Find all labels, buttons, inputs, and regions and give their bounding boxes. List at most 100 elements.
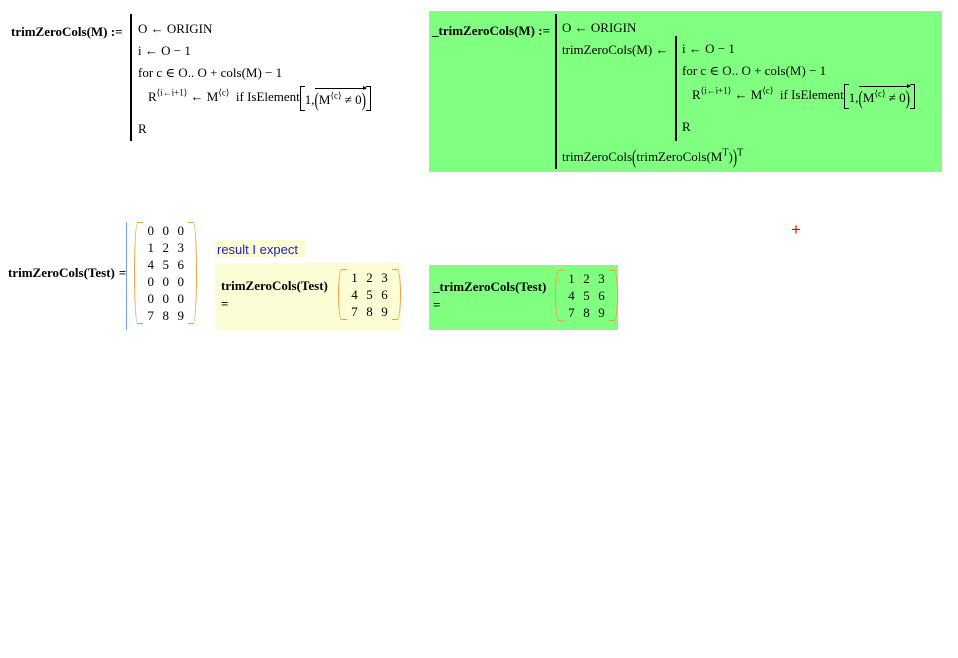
assign-operator-modified: :=	[538, 23, 551, 38]
matrix-cell: 1	[147, 240, 155, 255]
modified-line-1-text: O ← ORIGIN	[562, 20, 637, 35]
line4-lhs-superscript: ⟨i←i+1⟩	[156, 87, 188, 98]
line4-arg2-superscript: ⟨c⟩	[330, 90, 342, 101]
red-crosshair-marker: +	[791, 221, 801, 238]
program-line-2-text: i ← O − 1	[138, 43, 191, 58]
matrix-cell: 4	[568, 288, 575, 303]
evaluation-original-operator: =	[118, 265, 127, 280]
return-outer-exponent: T	[737, 147, 744, 159]
evaluation-expected-operator: =	[221, 295, 229, 311]
matrix-cell: 0	[162, 274, 170, 289]
line4-arg2: M	[318, 91, 331, 107]
matrix-cell: 3	[381, 270, 388, 285]
m-line3-func: IsElement	[791, 87, 844, 102]
matrix-bracket-left-expected	[338, 269, 347, 320]
inner-assign-lhs: trimZeroCols(M)	[562, 42, 653, 57]
m-line3-arg2: M	[862, 89, 875, 105]
matrix-cell: 7	[351, 304, 358, 319]
iselement-bracket-modified: 1,(M⟨c⟩ ≠ 0)	[843, 83, 916, 109]
line4-rhs: M	[206, 89, 219, 104]
definition-modified-region[interactable]: _trimZeroCols(M) := O ← ORIGIN trimZeroC…	[429, 11, 942, 172]
m-line3-if-keyword: if	[779, 87, 788, 102]
program-line-1: O ← ORIGIN	[138, 18, 212, 39]
modified-inner-line-2-text: for c ∈ O.. O + cols(M) − 1	[682, 63, 827, 78]
matrix-cell: 1	[351, 270, 358, 285]
matrix-cell: 9	[177, 308, 185, 323]
return-close-paren: )	[732, 145, 738, 168]
matrix-cell: 5	[366, 287, 373, 302]
evaluation-expected-label: trimZeroCols(Test)	[221, 277, 328, 293]
line4-rhs-superscript: ⟨c⟩	[218, 87, 230, 98]
modified-return-expression: trimZeroCols(trimZeroCols(MT))T	[562, 145, 744, 168]
matrix-cell: 2	[366, 270, 373, 285]
definition-original-name-and-assign: trimZeroCols(M) :=	[11, 21, 123, 42]
matrix-cell: 0	[147, 291, 155, 306]
edit-cursor-bar	[126, 222, 128, 330]
matrix-cell: 5	[162, 257, 170, 272]
vectorize-bar: (M⟨c⟩ ≠ 0)	[314, 85, 368, 111]
inner-assign-arrow: ←	[655, 42, 669, 57]
line4-arrow: ←	[190, 89, 204, 104]
matrix-cell: 6	[381, 287, 388, 302]
program-line-3-text: for c ∈ O.. O + cols(M) − 1	[138, 65, 283, 80]
modified-inner-line-4-return: R	[682, 116, 691, 137]
expected-note-text: result I expect	[217, 241, 298, 258]
matrix-cell: 0	[177, 291, 185, 306]
matrix-cell: 5	[583, 288, 590, 303]
definition-original-region[interactable]: trimZeroCols(M) := O ← ORIGIN i ← O − 1 …	[8, 14, 418, 144]
matrix-cell: 7	[147, 308, 155, 323]
matrix-cell: 9	[598, 305, 605, 320]
matrix-cell: 0	[177, 223, 185, 238]
modified-inner-line-1-text: i ← O − 1	[682, 41, 735, 56]
iselement-bracket: 1,(M⟨c⟩ ≠ 0)	[299, 85, 372, 111]
program-line-5-return: R	[138, 118, 147, 139]
matrix-cell: 4	[147, 257, 155, 272]
return-outer-func: trimZeroCols	[562, 149, 633, 164]
matrix-cell: 1	[568, 271, 575, 286]
definition-original-name: trimZeroCols(M)	[11, 24, 108, 39]
line4-arg1: 1	[304, 91, 312, 107]
matrix-cell: 2	[162, 240, 170, 255]
return-open-paren: (	[632, 145, 637, 168]
modified-line-1: O ← ORIGIN	[562, 17, 636, 38]
m-line3-compare: ≠ 0	[888, 89, 906, 105]
return-inner-exponent: T	[722, 147, 729, 159]
matrix-cell: 0	[177, 274, 185, 289]
line4-compare: ≠ 0	[344, 91, 362, 107]
evaluation-modified-operator: =	[433, 296, 441, 312]
m-line3-arrow: ←	[734, 87, 748, 102]
assign-operator: :=	[110, 24, 123, 39]
m-line3-arg1: 1	[848, 89, 856, 105]
program-line-2: i ← O − 1	[138, 40, 191, 61]
return-inner-arg: M	[710, 149, 723, 164]
matrix-cell: 0	[162, 291, 170, 306]
m-line3-rhs-superscript: ⟨c⟩	[762, 85, 774, 96]
program-line-5-text: R	[138, 121, 147, 136]
evaluation-original-label: trimZeroCols(Test)	[8, 265, 115, 280]
line4-if-keyword: if	[235, 89, 244, 104]
return-inner-func: trimZeroCols	[636, 149, 707, 164]
line4-lhs: R	[148, 89, 157, 104]
line4-func: IsElement	[247, 89, 300, 104]
matrix-cell: 6	[598, 288, 605, 303]
matrix-cell: 6	[177, 257, 185, 272]
matrix-cell: 3	[598, 271, 605, 286]
modified-inner-assign: trimZeroCols(M) ←	[562, 39, 669, 60]
